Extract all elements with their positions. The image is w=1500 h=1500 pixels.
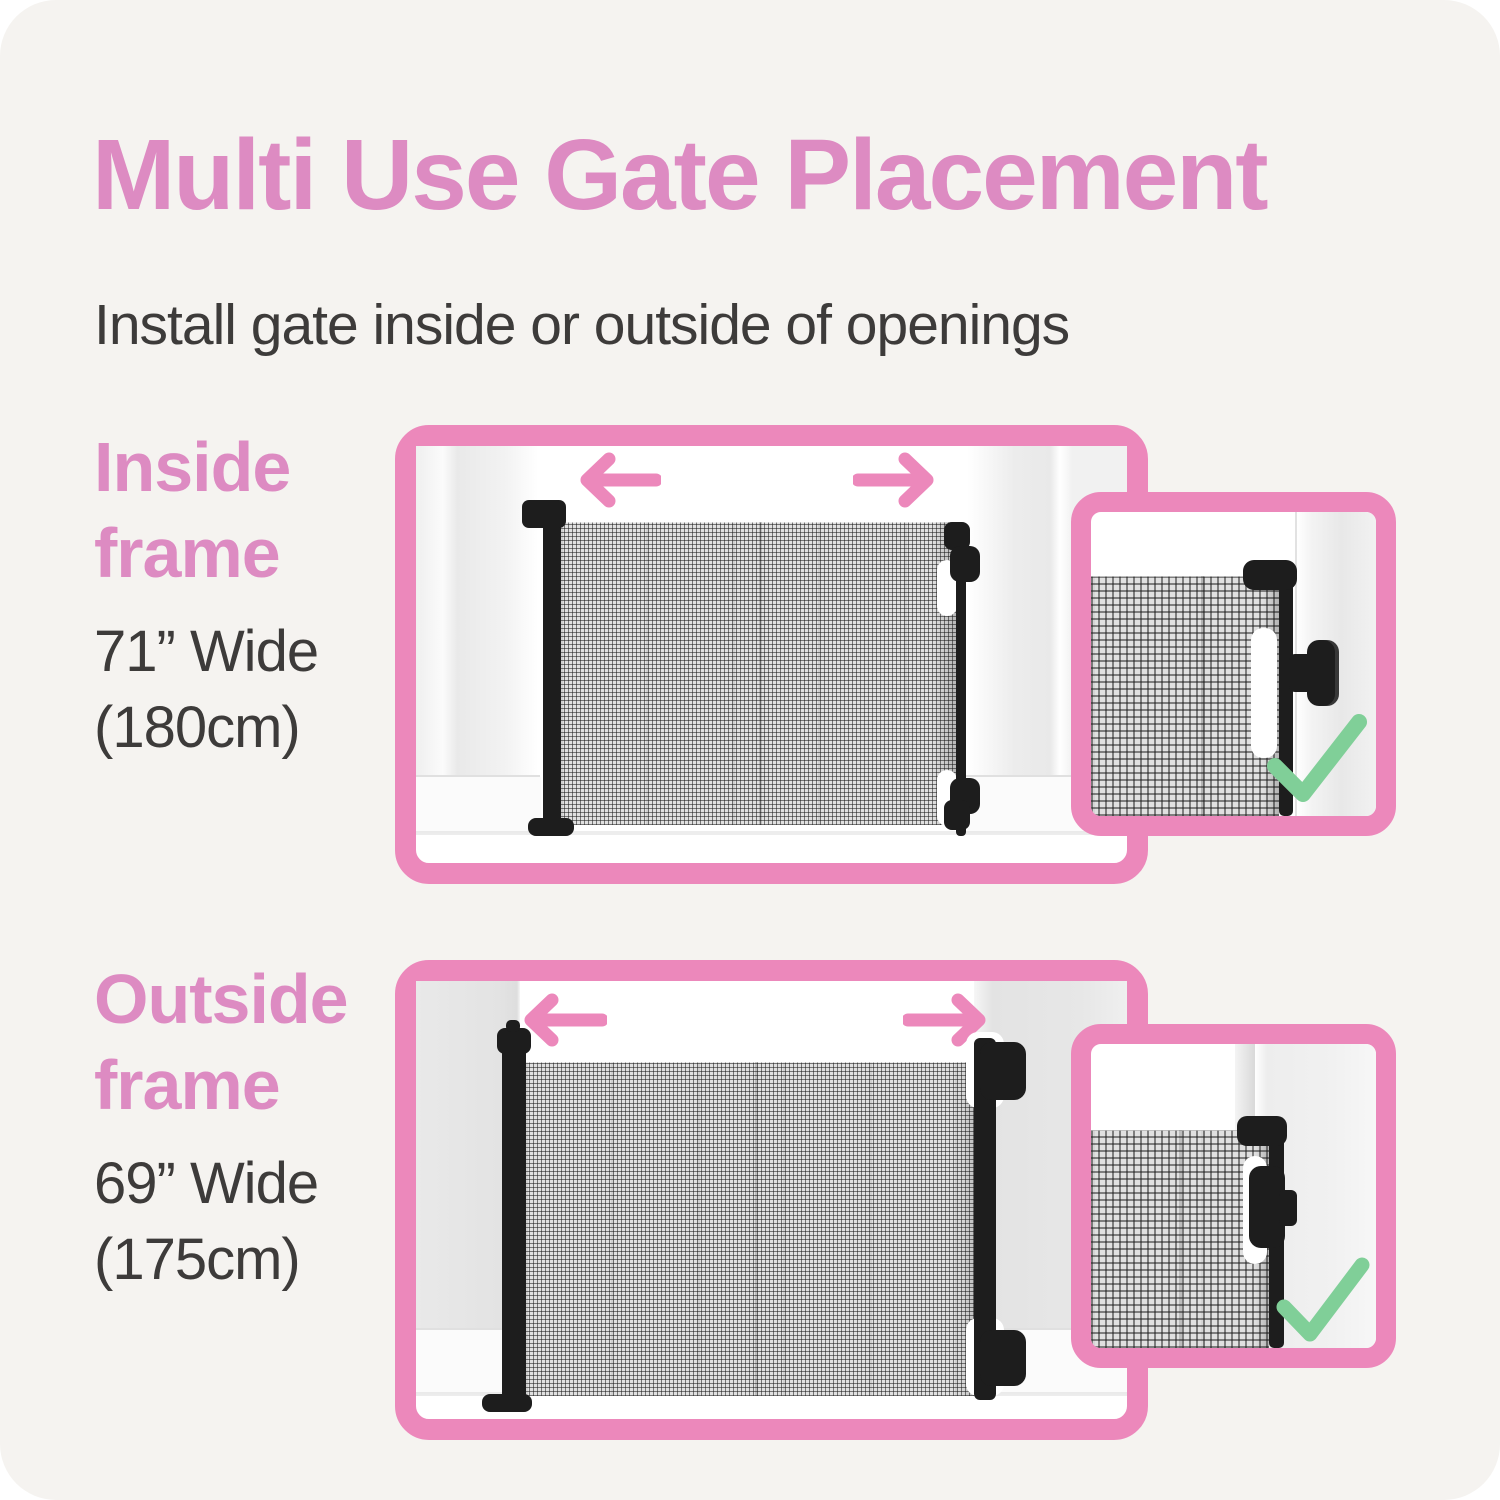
latch-bar — [956, 528, 966, 836]
latch-hook-bottom — [944, 800, 970, 830]
outside-frame-inset — [1071, 1024, 1396, 1368]
page-title: Multi Use Gate Placement — [92, 119, 1269, 231]
roller-top-cap — [497, 1028, 531, 1054]
roller-foot — [528, 818, 574, 836]
roller-top-bracket — [522, 500, 566, 528]
inset-latch-bar — [1279, 568, 1293, 816]
latch-bar — [974, 1038, 996, 1400]
outside-frame-width-imperial: 69” Wide — [94, 1151, 319, 1216]
latch-knob-top — [950, 546, 980, 582]
inset-latch-hook-top — [1243, 560, 1297, 590]
inside-frame-inset — [1071, 492, 1396, 836]
roller-post — [502, 1040, 526, 1408]
mesh-seam — [759, 522, 762, 825]
outside-frame-width-metric: (175cm) — [94, 1227, 301, 1292]
floor-shadow — [416, 831, 1127, 835]
inset-gate-mesh — [1091, 1130, 1269, 1348]
arrow-right-icon — [853, 452, 934, 508]
checkmark-icon — [1276, 1257, 1370, 1342]
outside-frame-inset-scene — [1091, 1044, 1376, 1348]
inside-frame-width-metric: (180cm) — [94, 695, 301, 760]
inside-frame-scene — [416, 446, 1127, 863]
inside-frame-panel — [395, 425, 1148, 884]
arrow-right-icon — [903, 993, 986, 1047]
outside-frame-label-line2: frame — [94, 1046, 281, 1124]
latch-hook-top — [944, 522, 970, 550]
mesh-seam — [755, 1062, 758, 1396]
latch-knob-top — [980, 1042, 1026, 1100]
left-wall — [416, 446, 540, 831]
inset-latch-hook-top — [1237, 1116, 1287, 1146]
roller-foot — [482, 1394, 532, 1412]
checkmark-icon — [1267, 714, 1367, 802]
inside-frame-label-line1: Inside — [94, 428, 291, 506]
gate-mesh — [525, 1062, 982, 1396]
inset-latch-arm — [1279, 1190, 1297, 1226]
gate-mesh — [560, 522, 958, 825]
outside-frame-scene — [416, 981, 1127, 1419]
inset-mesh-seam — [1201, 576, 1204, 816]
roller-post — [543, 518, 561, 834]
inset-mesh-seam — [1179, 1130, 1182, 1348]
latch-knob-bottom — [980, 1330, 1026, 1386]
outside-frame-label: Outside frame — [94, 956, 394, 1128]
left-baseboard — [416, 775, 540, 831]
outside-frame-label-line1: Outside — [94, 960, 349, 1038]
page-subtitle: Install gate inside or outside of openin… — [94, 293, 1070, 357]
outside-frame-panel — [395, 960, 1148, 1440]
inside-frame-label-line2: frame — [94, 514, 281, 592]
roller-cap-nub — [506, 1020, 520, 1032]
inset-latch-cutout — [1251, 628, 1277, 758]
arrow-left-icon — [580, 452, 661, 508]
inset-knob-disc — [1307, 640, 1339, 706]
inside-frame-label: Inside frame — [94, 424, 394, 596]
inside-frame-inset-scene — [1091, 512, 1376, 816]
arrow-left-icon — [524, 993, 607, 1047]
inside-frame-width-imperial: 71” Wide — [94, 619, 319, 684]
